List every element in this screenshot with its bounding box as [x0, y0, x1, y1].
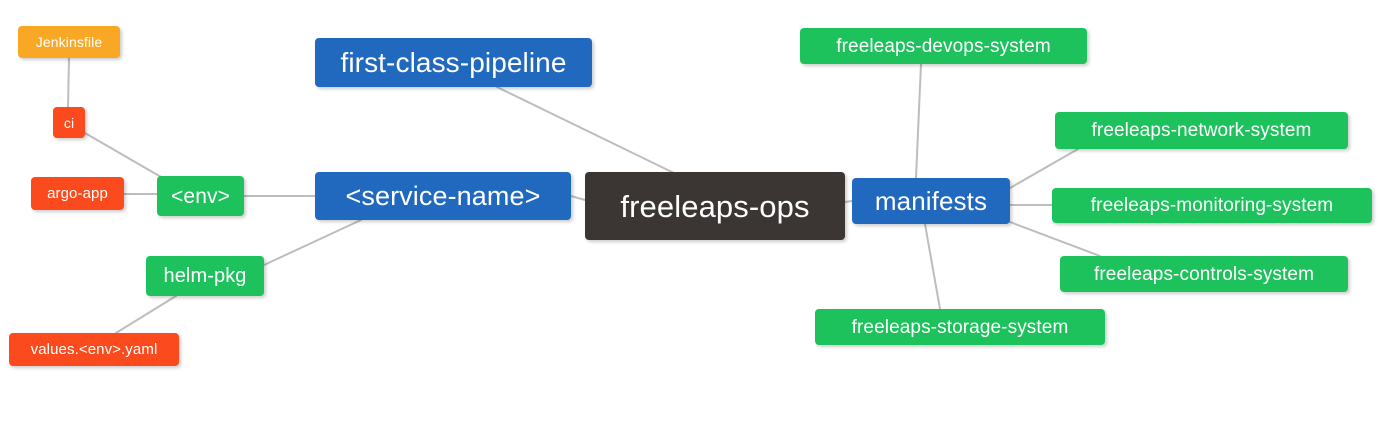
edge-ops-pipeline [496, 86, 677, 175]
node-label-manifests: manifests [874, 186, 988, 216]
node-helm-pkg[interactable]: helm-pkg [146, 256, 264, 296]
node-label-first-class-pipeline: first-class-pipeline [340, 46, 567, 78]
node-label-env: <env> [171, 184, 230, 208]
edge-ops-service [570, 195, 586, 201]
node-label-freeleaps-devops-system: freeleaps-devops-system [836, 35, 1051, 57]
node-label-freeleaps-monitoring-system: freeleaps-monitoring-system [1090, 195, 1334, 216]
node-label-service-name: <service-name> [345, 180, 541, 211]
edge-manifests-network [1009, 148, 1079, 189]
node-first-class-pipeline[interactable]: first-class-pipeline [315, 38, 592, 87]
node-label-helm-pkg: helm-pkg [163, 265, 247, 287]
node-env[interactable]: <env> [157, 176, 244, 216]
node-ci[interactable]: ci [53, 107, 85, 138]
node-freeleaps-controls-system[interactable]: freeleaps-controls-system [1060, 256, 1348, 292]
node-freeleaps-devops-system[interactable]: freeleaps-devops-system [800, 28, 1087, 64]
node-jenkinsfile[interactable]: Jenkinsfile [18, 26, 120, 58]
edge-service-helm [263, 219, 362, 266]
edge-ops-manifests [844, 200, 853, 203]
node-argo-app[interactable]: argo-app [31, 177, 124, 210]
node-freeleaps-storage-system[interactable]: freeleaps-storage-system [815, 309, 1105, 345]
node-label-freeleaps-controls-system: freeleaps-controls-system [1093, 263, 1315, 285]
node-label-values-yaml: values.<env>.yaml [30, 341, 158, 358]
node-label-jenkinsfile: Jenkinsfile [35, 34, 103, 50]
node-service-name[interactable]: <service-name> [315, 172, 571, 220]
edge-manifests-devops [915, 63, 922, 179]
node-manifests[interactable]: manifests [852, 178, 1010, 224]
edge-ci-jenkinsfile [67, 57, 70, 108]
node-label-freeleaps-ops: freeleaps-ops [620, 188, 810, 224]
node-label-freeleaps-network-system: freeleaps-network-system [1091, 120, 1312, 141]
node-freeleaps-monitoring-system[interactable]: freeleaps-monitoring-system [1052, 188, 1372, 223]
node-label-freeleaps-storage-system: freeleaps-storage-system [851, 316, 1069, 338]
node-label-ci: ci [63, 114, 75, 131]
node-freeleaps-network-system[interactable]: freeleaps-network-system [1055, 112, 1348, 149]
edge-manifests-storage [924, 223, 941, 310]
node-freeleaps-ops[interactable]: freeleaps-ops [585, 172, 845, 240]
node-label-argo-app: argo-app [47, 185, 108, 202]
edge-helm-values [115, 295, 177, 334]
edge-env-ci [84, 132, 162, 178]
node-values-yaml[interactable]: values.<env>.yaml [9, 333, 179, 366]
edge-manifests-controls [1009, 221, 1101, 257]
